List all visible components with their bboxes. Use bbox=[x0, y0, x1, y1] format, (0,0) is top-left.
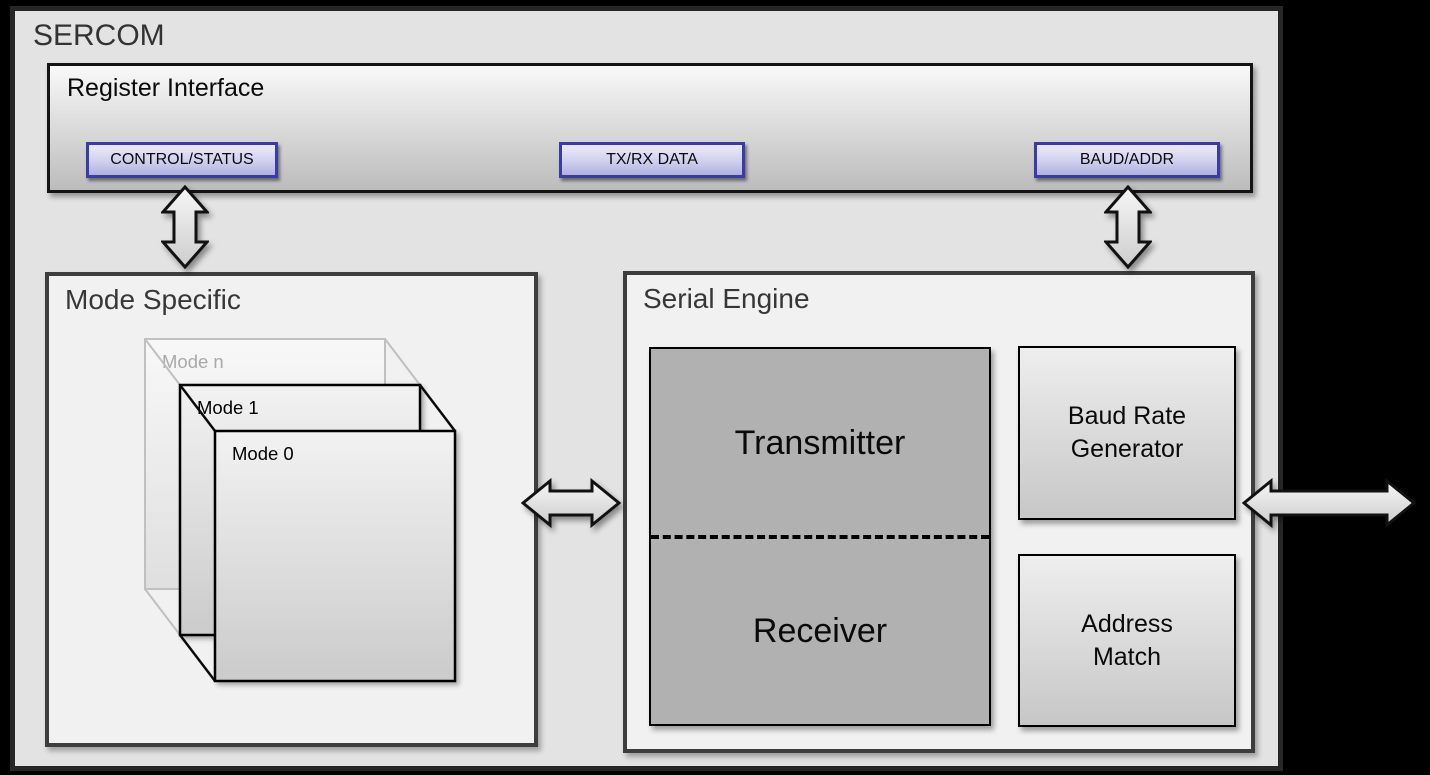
register-interface-title: Register Interface bbox=[67, 74, 265, 102]
mode-n-label: Mode n bbox=[162, 351, 224, 372]
receiver-label: Receiver bbox=[752, 612, 888, 650]
address-match-line2: Match bbox=[1092, 642, 1162, 671]
mode-0-card: Mode 0 bbox=[213, 429, 457, 683]
address-match-box: Address Match bbox=[1018, 554, 1236, 727]
register-baud-addr: BAUD/ADDR bbox=[1034, 142, 1220, 178]
sercom-container: SERCOM Register Interface CONTROL/STATUS… bbox=[10, 6, 1283, 771]
baud-rate-generator-line1: Baud Rate bbox=[1067, 402, 1187, 430]
address-match-line1: Address bbox=[1081, 609, 1173, 638]
register-interface-box: Register Interface CONTROL/STATUS TX/RX … bbox=[47, 63, 1253, 193]
baud-rate-generator-line2: Generator bbox=[1070, 435, 1184, 463]
register-txrx-data: TX/RX DATA bbox=[559, 142, 745, 178]
mode-0-label: Mode 0 bbox=[232, 443, 294, 464]
mode-specific-title: Mode Specific bbox=[65, 284, 241, 315]
baud-rate-generator-box: Baud Rate Generator bbox=[1018, 346, 1236, 520]
register-control-status: CONTROL/STATUS bbox=[86, 142, 278, 178]
arrow-mode-specific-to-serial-engine bbox=[521, 477, 621, 529]
arrow-register-to-serial-engine bbox=[1104, 185, 1152, 269]
mode-stack: Mode n Mode 1 Mode 0 bbox=[144, 338, 457, 683]
mode-1-label: Mode 1 bbox=[197, 397, 259, 418]
arrow-serial-engine-external-io bbox=[1242, 477, 1416, 529]
transmitter-receiver-divider bbox=[651, 535, 989, 539]
transmitter-label: Transmitter bbox=[734, 423, 906, 462]
mode-specific-box: Mode Specific Mode n Mode 1 bbox=[45, 272, 538, 747]
arrow-register-to-mode-specific bbox=[161, 185, 209, 269]
serial-engine-box: Serial Engine Transmitter Receiver Baud … bbox=[623, 271, 1255, 753]
serial-engine-title: Serial Engine bbox=[643, 283, 810, 314]
transmitter-receiver-box: Transmitter Receiver bbox=[649, 347, 991, 726]
mode-stack-front-connectors bbox=[179, 384, 456, 682]
diagram-title: SERCOM bbox=[33, 19, 165, 52]
